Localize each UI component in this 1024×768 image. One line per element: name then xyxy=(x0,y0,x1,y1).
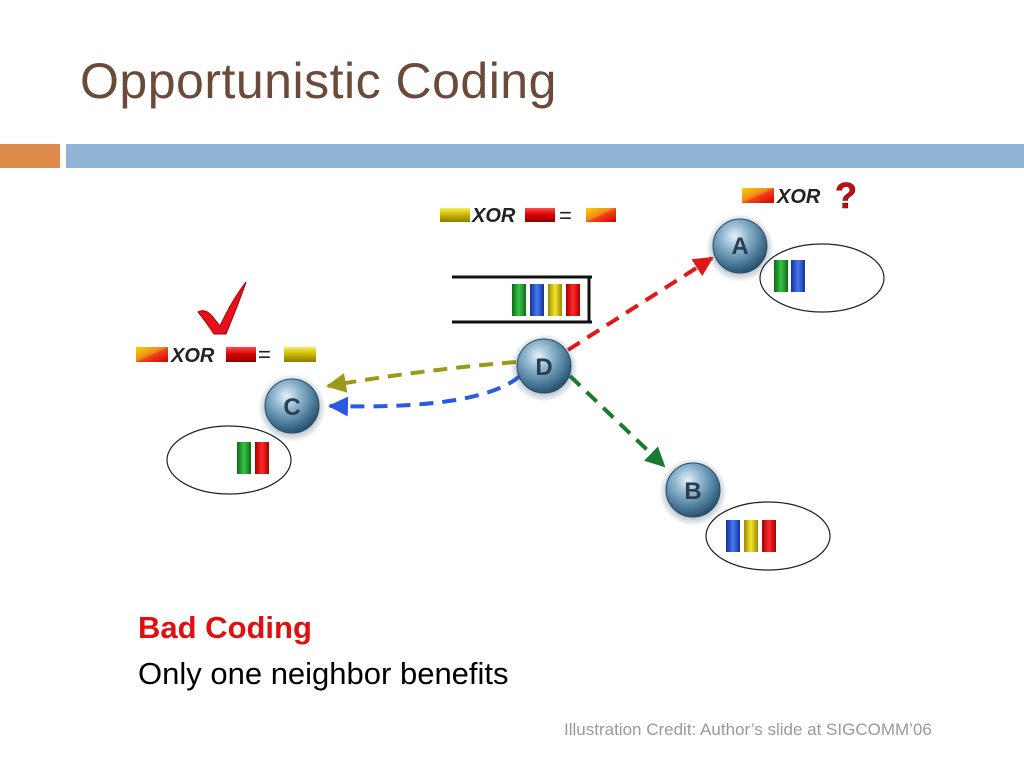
illustration-credit: Illustration Credit: Author’s slide at S… xyxy=(564,720,932,739)
node-a-label: A xyxy=(731,233,748,260)
coded-packet xyxy=(586,208,616,222)
equals-sign: = xyxy=(559,203,572,228)
arrow-d-to-b xyxy=(568,374,666,468)
node-d: D xyxy=(510,334,578,402)
c-green-packet xyxy=(237,442,251,474)
b-yellow-packet xyxy=(744,520,758,552)
yellow-packet xyxy=(440,208,470,222)
title-accent-bar xyxy=(0,144,60,168)
b-blue-packet xyxy=(726,520,740,552)
node-b: B xyxy=(659,458,727,526)
node-a: A xyxy=(706,214,774,282)
c-yellow-result xyxy=(284,347,316,362)
node-d-queue xyxy=(452,275,592,324)
c-equals-sign: = xyxy=(258,342,271,367)
node-a-buffer xyxy=(759,243,885,313)
caption-body: Only one neighbor benefits xyxy=(138,656,509,691)
page-title: Opportunistic Coding xyxy=(80,53,557,109)
title-divider-bar xyxy=(66,144,1024,168)
queue-red-packet xyxy=(566,284,580,316)
red-packet xyxy=(525,208,555,222)
xor-label: XOR xyxy=(471,205,516,227)
question-mark-icon: ? xyxy=(835,175,857,216)
node-b-buffer xyxy=(705,501,831,571)
checkmark-icon xyxy=(197,281,247,335)
c-red-packet xyxy=(255,442,269,474)
queue-green-packet xyxy=(512,284,526,316)
node-c-xor-equation: XOR = xyxy=(136,281,316,367)
a-green-packet xyxy=(774,260,788,292)
top-xor-equation: XOR = xyxy=(440,203,616,228)
arrow-d-to-a xyxy=(566,256,714,352)
node-c-buffer xyxy=(166,425,292,495)
caption-heading: Bad Coding xyxy=(138,610,312,645)
node-d-label: D xyxy=(535,354,552,381)
c-coded-packet xyxy=(136,347,168,362)
a-xor-label: XOR xyxy=(776,186,821,208)
arrow-d-to-c-blue xyxy=(328,374,522,417)
arrow-d-to-c-yellow xyxy=(326,360,517,393)
node-a-xor-equation: XOR ? xyxy=(742,175,857,216)
a-blue-packet xyxy=(791,260,805,292)
node-c: C xyxy=(258,374,326,442)
c-xor-label: XOR xyxy=(170,345,215,367)
c-red-operand xyxy=(226,347,256,362)
queue-yellow-packet xyxy=(548,284,562,316)
a-coded-packet xyxy=(742,188,774,203)
node-b-label: B xyxy=(684,478,701,505)
node-c-label: C xyxy=(283,394,300,421)
queue-blue-packet xyxy=(530,284,544,316)
b-red-packet xyxy=(762,520,776,552)
